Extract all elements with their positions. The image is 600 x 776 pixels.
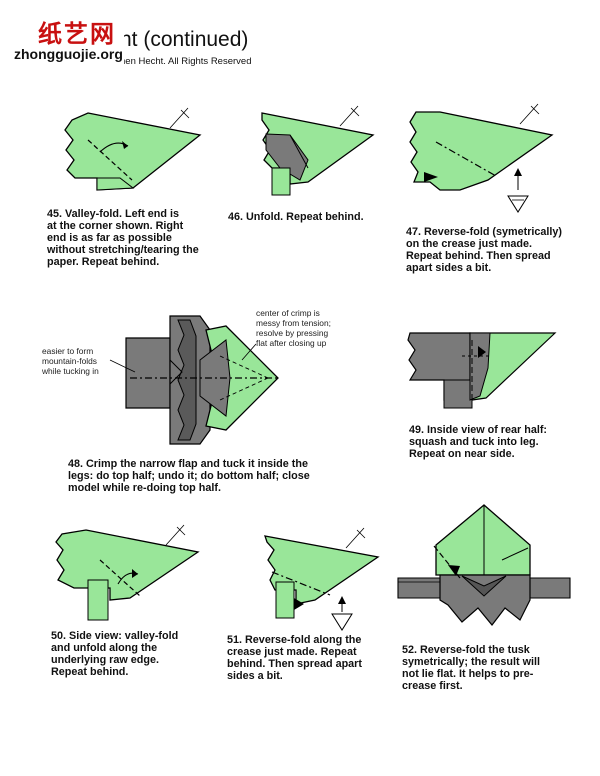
- copyright-line: hen Hecht. All Rights Reserved: [120, 56, 252, 67]
- step-50-caption: 50. Side view: valley-fold and unfold al…: [51, 630, 179, 678]
- watermark-logo: 纸艺网 zhongguojie.org: [8, 8, 124, 68]
- step-47-caption: 47. Reverse-fold (symetrically) on the c…: [406, 226, 563, 274]
- step-46-caption: 46. Unfold. Repeat behind.: [228, 211, 364, 223]
- watermark-url: zhongguojie.org: [14, 46, 123, 62]
- step-52-caption: 52. Reverse-fold the tusk symetrically; …: [402, 644, 541, 692]
- note-easier-mountain-folds: easier to form mountain-folds while tuck…: [42, 346, 99, 376]
- watermark-chinese: 纸艺网: [38, 19, 116, 48]
- step-51-caption: 51. Reverse-fold along the crease just m…: [227, 634, 362, 682]
- step-48-caption: 48. Crimp the narrow flap and tuck it in…: [68, 458, 310, 494]
- step-45-caption: 45. Valley-fold. Left end is at the corn…: [47, 208, 199, 268]
- step-49-caption: 49. Inside view of rear half: squash and…: [409, 424, 548, 460]
- note-center-of-crimp: center of crimp is messy from tension; r…: [256, 308, 331, 348]
- page-title: nt (continued): [120, 28, 249, 51]
